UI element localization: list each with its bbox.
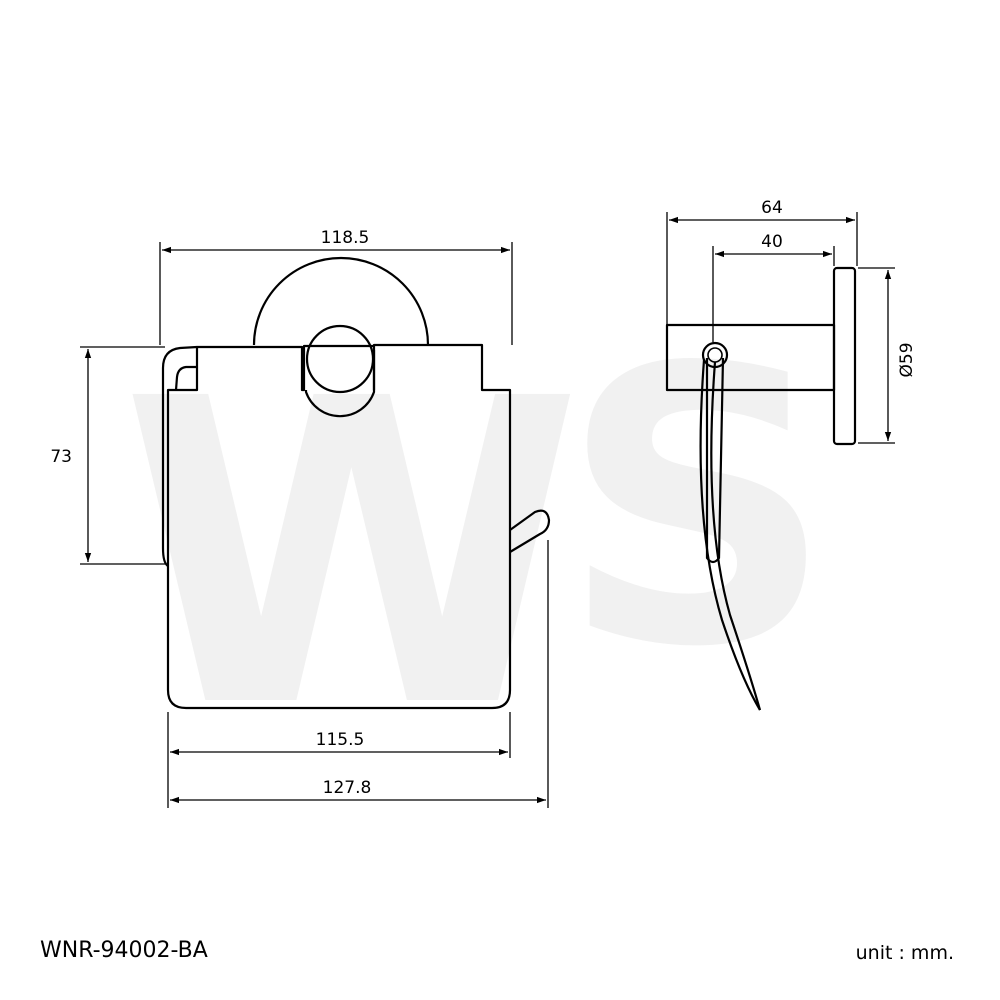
wall-plate-outline <box>252 256 430 346</box>
watermark: W S <box>120 287 834 800</box>
front-view <box>161 256 551 710</box>
center-post-cap <box>305 324 375 394</box>
dim-64-label: 64 <box>761 198 783 218</box>
dim-top-label: 118.5 <box>321 228 370 248</box>
center-post <box>304 350 376 418</box>
side-view <box>665 266 857 711</box>
cover-lid <box>166 343 512 710</box>
roll-arm <box>509 509 551 553</box>
dim-40-label: 40 <box>761 232 783 252</box>
bracket-inner-hook <box>174 365 197 391</box>
back-bracket <box>161 345 198 567</box>
dim-bottom-inner-label: 115.5 <box>316 730 365 750</box>
dim-diameter-label: Ø59 <box>897 342 917 377</box>
side-dimensions <box>666 212 895 444</box>
unit-label: unit : mm. <box>855 942 954 964</box>
svg-text:W: W <box>120 311 583 800</box>
side-wall-plate <box>832 266 857 446</box>
side-arm <box>665 323 836 392</box>
side-cover-curve <box>699 359 761 711</box>
front-dimensions <box>80 242 549 808</box>
dim-left-label: 73 <box>50 447 72 467</box>
svg-text:S: S <box>560 287 834 730</box>
dim-bottom-outer-label: 127.8 <box>323 778 372 798</box>
model-code: WNR-94002-BA <box>40 938 208 963</box>
